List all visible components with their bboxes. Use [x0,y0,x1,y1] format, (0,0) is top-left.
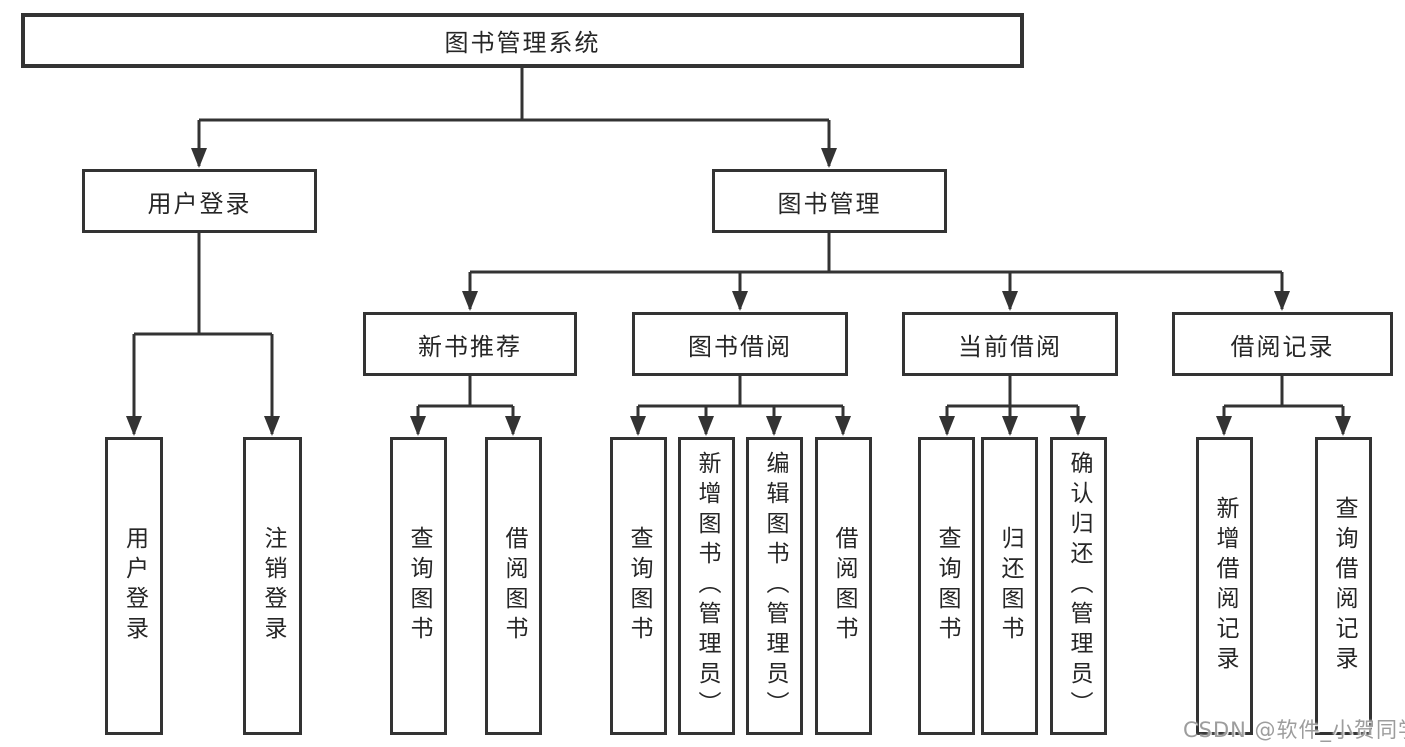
leaf-query-books-current: 查询图书 [918,437,975,735]
leaf-edit-books-admin: 编辑图书（管理员） [746,437,803,735]
leaf-query-books-borrow-label: 查询图书 [626,526,652,646]
leaf-borrow-books: 借阅图书 [815,437,872,735]
leaf-add-borrow-record-label: 新增借阅记录 [1212,496,1238,676]
leaf-query-borrow-record: 查询借阅记录 [1315,437,1372,735]
leaf-user-login: 用户登录 [105,437,163,735]
leaf-borrow-books-recommend-label: 借阅图书 [501,526,527,646]
node-library-system: 图书管理系统 [21,13,1024,68]
leaf-query-books-borrow: 查询图书 [610,437,667,735]
node-book-management-label: 图书管理 [777,189,882,218]
leaf-query-books-current-label: 查询图书 [934,526,960,646]
leaf-add-books-admin: 新增图书（管理员） [678,437,735,735]
node-book-borrow-label: 图书借阅 [688,332,792,361]
watermark: CSDN @软件_小贺同学 [1183,718,1405,742]
node-new-book-recommend-label: 新书推荐 [418,332,522,361]
node-user-login-label: 用户登录 [147,189,252,218]
node-current-borrow: 当前借阅 [902,312,1118,376]
leaf-add-books-admin-label: 新增图书（管理员） [694,451,720,721]
node-book-management: 图书管理 [712,169,947,233]
leaf-logout-label: 注销登录 [260,526,286,646]
leaf-add-borrow-record: 新增借阅记录 [1196,437,1253,735]
leaf-confirm-return-admin: 确认归还（管理员） [1050,437,1107,735]
leaf-borrow-books-label: 借阅图书 [831,526,857,646]
leaf-query-borrow-record-label: 查询借阅记录 [1331,496,1357,676]
leaf-user-login-label: 用户登录 [121,526,148,646]
node-user-login: 用户登录 [82,169,317,233]
leaf-borrow-books-recommend: 借阅图书 [485,437,542,735]
node-book-borrow: 图书借阅 [632,312,848,376]
leaf-return-books: 归还图书 [981,437,1038,735]
leaf-return-books-label: 归还图书 [997,526,1023,646]
node-library-system-label: 图书管理系统 [444,29,601,57]
leaf-logout: 注销登录 [243,437,302,735]
node-borrow-records: 借阅记录 [1172,312,1393,376]
leaf-query-books-recommend: 查询图书 [390,437,447,735]
node-current-borrow-label: 当前借阅 [958,332,1062,361]
node-borrow-records-label: 借阅记录 [1230,332,1335,361]
node-new-book-recommend: 新书推荐 [363,312,577,376]
leaf-query-books-recommend-label: 查询图书 [406,526,432,646]
leaf-confirm-return-admin-label: 确认归还（管理员） [1066,451,1092,721]
leaf-edit-books-admin-label: 编辑图书（管理员） [762,451,788,721]
